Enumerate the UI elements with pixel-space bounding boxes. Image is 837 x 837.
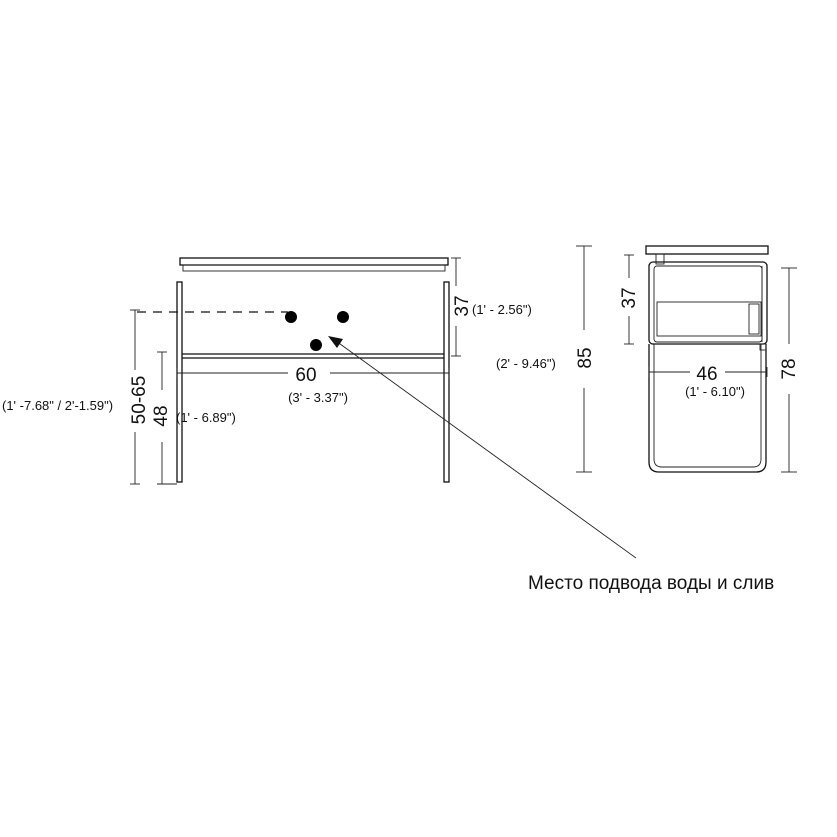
- side-frame-inner: [653, 344, 762, 468]
- callout-arrowhead: [328, 336, 343, 348]
- leg-height-value: 48: [151, 405, 172, 426]
- side-depth-imperial: (1' - 6.10"): [685, 384, 745, 399]
- side-view: 85 (2' - 9.46") 37 46 (1' - 6.10") 78: [496, 245, 800, 473]
- front-right-leg: [443, 281, 450, 483]
- front-left-leg: [176, 281, 183, 483]
- side-countertop: [645, 245, 769, 255]
- side-front-lip: [655, 253, 665, 265]
- callout-label: Место подвода воды и слив: [528, 573, 774, 594]
- frame-height-value: 78: [779, 358, 800, 379]
- side-frame: [648, 344, 767, 473]
- total-height-value: 85: [575, 347, 596, 368]
- top-depth-imperial: (1' - 2.56"): [472, 302, 532, 317]
- width-value: 60: [295, 365, 316, 386]
- side-drawer: [656, 301, 762, 337]
- side-cabinet-inner: [653, 265, 763, 343]
- height-range-imperial: (1' -7.68" / 2'-1.59"): [2, 398, 113, 413]
- drain-dot: [310, 339, 322, 351]
- front-countertop: [179, 257, 449, 266]
- callout-leader-line: [335, 340, 637, 559]
- total-height-imperial: (2' - 9.46"): [496, 356, 556, 371]
- water-inlet-dot-left: [285, 311, 297, 323]
- side-depth-value: 46: [696, 364, 717, 385]
- height-range-value: 50-65: [129, 376, 150, 425]
- width-imperial: (3' - 3.37"): [288, 390, 348, 405]
- side-frame-joint: [759, 343, 767, 351]
- cabinet-height-value: 37: [619, 287, 640, 308]
- side-cabinet: [648, 261, 768, 345]
- water-inlet-dot-right: [337, 311, 349, 323]
- top-depth-value: 37: [452, 295, 473, 316]
- leg-height-imperial: (1' - 6.89"): [176, 410, 236, 425]
- front-countertop-lower: [182, 264, 446, 272]
- side-drawer-front: [748, 303, 760, 335]
- callout: Место подвода воды и слив: [328, 336, 774, 594]
- front-view: 60 (3' - 3.37") 37 (1' - 2.56") 50-65 (1…: [2, 257, 532, 485]
